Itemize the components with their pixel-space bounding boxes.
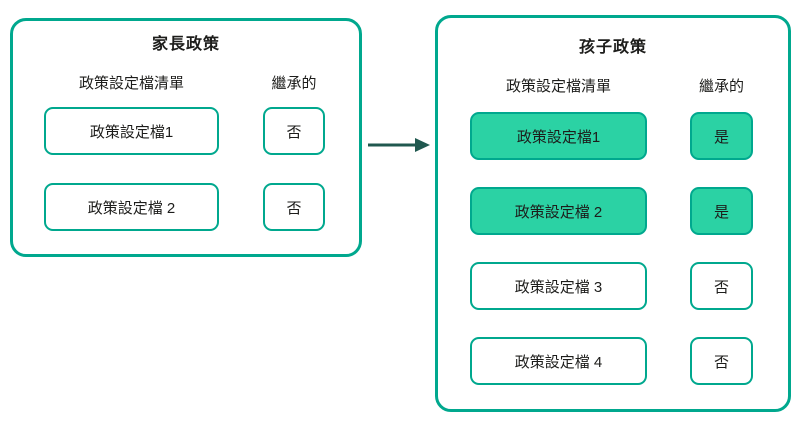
parent-policy-panel: 家長政策 政策設定檔清單 繼承的 政策設定檔1 否 政策設定檔 2 否	[10, 18, 362, 257]
parent-profile-box-1: 政策設定檔1	[44, 107, 219, 155]
child-profile-box-2: 政策設定檔 2	[470, 187, 647, 235]
child-profile-box-4: 政策設定檔 4	[470, 337, 647, 385]
child-inherited-badge-1: 是	[690, 112, 753, 160]
parent-inherited-badge-2: 否	[263, 183, 325, 231]
child-inherited-badge-2: 是	[690, 187, 753, 235]
child-profile-box-3: 政策設定檔 3	[470, 262, 647, 310]
parent-inherited-column-header: 繼承的	[271, 75, 317, 92]
inheritance-arrow-icon	[368, 138, 430, 152]
child-inherited-badge-4: 否	[690, 337, 753, 385]
parent-profile-box-2: 政策設定檔 2	[44, 183, 219, 231]
child-inherited-column-header: 繼承的	[698, 78, 744, 95]
child-profiles-column-header: 政策設定檔清單	[505, 78, 611, 95]
parent-panel-title: 家長政策	[151, 36, 220, 53]
child-profile-box-1: 政策設定檔1	[470, 112, 647, 160]
parent-profiles-column-header: 政策設定檔清單	[78, 75, 184, 92]
child-inherited-badge-3: 否	[690, 262, 753, 310]
child-policy-panel: 孩子政策 政策設定檔清單 繼承的 政策設定檔1 是 政策設定檔 2 是 政策設定…	[435, 15, 791, 412]
parent-inherited-badge-1: 否	[263, 107, 325, 155]
child-panel-title: 孩子政策	[578, 39, 647, 56]
